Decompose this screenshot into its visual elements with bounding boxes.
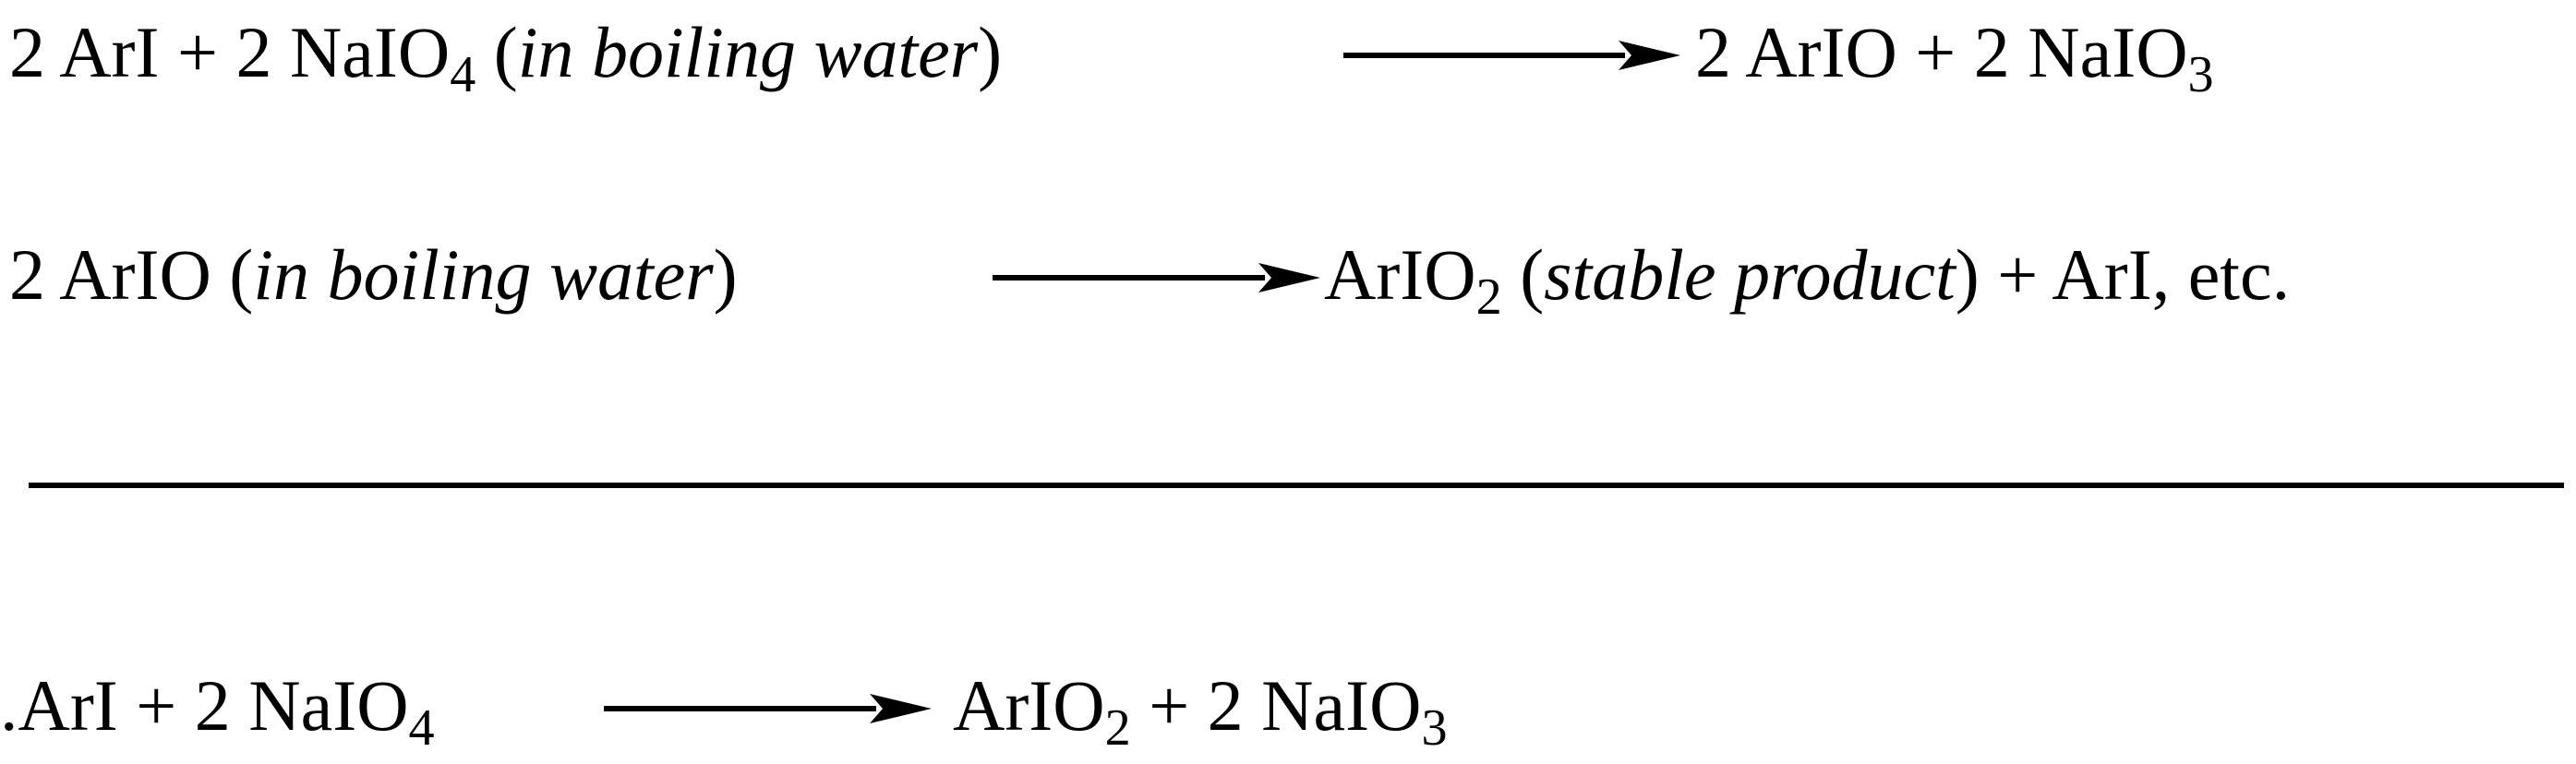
eq2-condition: in boiling water (253, 234, 714, 315)
eq1-products-subscript: 3 (2187, 45, 2214, 103)
eq1-cond-open: ( (475, 12, 518, 92)
eq1-subscript: 4 (450, 45, 476, 103)
reaction-arrow-1 (1343, 41, 1680, 70)
reaction-arrow-net (604, 694, 932, 723)
eq2-product-subscript: 2 (1475, 268, 1502, 326)
reaction-arrow-2 (993, 263, 1320, 292)
net-products-subscript-2: 3 (1421, 698, 1448, 757)
net-reactants-subscript: 4 (408, 698, 435, 757)
eq2-cond-close: ) (713, 234, 738, 315)
net-reactants-text: .ArI + 2 NaIO (0, 665, 409, 746)
eq2-reactants-text: 2 ArIO ( (9, 234, 254, 315)
eq1-reactants-text: 2 ArI + 2 NaIO (9, 12, 451, 92)
net-equation-reactants: .ArI + 2 NaIO4 (0, 670, 435, 754)
eq2-note: stable product (1544, 234, 1956, 315)
eq2-note-open: ( (1501, 234, 1545, 315)
eq2-product-main: ArIO (1324, 234, 1476, 315)
net-product-main: ArIO (953, 665, 1105, 746)
eq2-products-rest: ) + ArI, etc. (1955, 234, 2291, 315)
equation-2-products: ArIO2 (stable product) + ArI, etc. (1324, 239, 2290, 323)
eq1-condition: in boiling water (517, 12, 979, 92)
equation-1-products: 2 ArIO + 2 NaIO3 (1695, 17, 2214, 101)
net-products-rest: + 2 NaIO (1130, 665, 1422, 746)
divider-line (29, 483, 2564, 488)
net-equation-products: ArIO2 + 2 NaIO3 (953, 670, 1448, 754)
eq1-cond-close: ) (978, 12, 1003, 92)
equation-2-reactants: 2 ArIO (in boiling water) (9, 239, 738, 311)
net-product-subscript: 2 (1104, 698, 1131, 757)
eq1-products-text: 2 ArIO + 2 NaIO (1695, 12, 2188, 92)
equation-1-reactants: 2 ArI + 2 NaIO4 (in boiling water) (9, 17, 1002, 101)
